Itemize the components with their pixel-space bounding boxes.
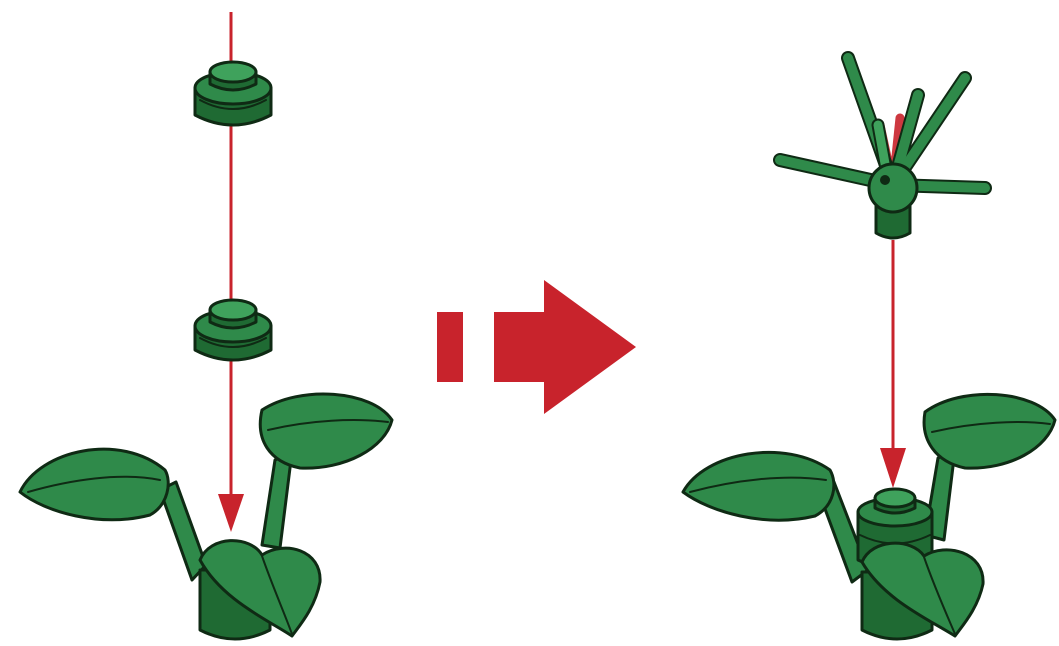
leaf-left [683, 452, 834, 520]
leaf-right [260, 394, 392, 468]
plant-with-plates-stacked [683, 394, 1055, 639]
after-assembly-panel [683, 58, 1055, 639]
round-plate-top [195, 62, 271, 125]
leaf-left [20, 449, 168, 520]
round-plate-middle [195, 300, 271, 360]
flower-stem-piece [780, 58, 985, 238]
plant-stem-base [20, 394, 392, 639]
next-step-arrow-icon [437, 280, 636, 414]
before-assembly-panel [20, 12, 392, 639]
guide-arrowhead-left [218, 494, 244, 532]
leaf-right [924, 394, 1055, 468]
guide-arrowhead-right [880, 448, 906, 488]
